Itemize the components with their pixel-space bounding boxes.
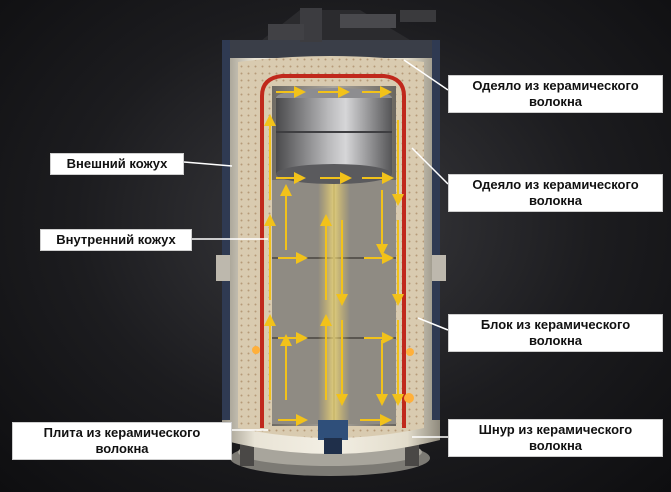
label-blanket-top: Одеяло из керамического волокна (448, 75, 663, 113)
label-block-line2: волокна (528, 333, 583, 348)
label-outer-casing-text: Внешний кожух (66, 156, 168, 171)
label-blanket-middle-line2: волокна (528, 193, 583, 208)
work-basket (276, 88, 392, 184)
label-plate-line2: волокна (95, 441, 149, 456)
label-block-line1: Блок из керамического (480, 317, 631, 332)
label-inner-casing: Внутренний кожух (40, 229, 192, 251)
label-block: Блок из керамического волокна (448, 314, 663, 352)
label-cord: Шнур из керамического волокна (448, 419, 663, 457)
label-blanket-middle: Одеяло из керамического волокна (448, 174, 663, 212)
label-plate-line1: Плита из керамического (43, 425, 201, 440)
label-cord-line2: волокна (528, 438, 583, 453)
label-outer-casing: Внешний кожух (50, 153, 184, 175)
heating-element (260, 74, 406, 428)
flow-arrows (264, 86, 404, 426)
label-blanket-middle-line1: Одеяло из керамического (472, 177, 639, 192)
label-inner-casing-text: Внутренний кожух (56, 232, 176, 247)
label-blanket-top-line1: Одеяло из керамического (472, 78, 639, 93)
leader-lines (183, 59, 449, 438)
circulation-fan (252, 346, 414, 454)
lid-mechanism (262, 8, 436, 42)
label-plate: Плита из керамического волокна (12, 422, 232, 460)
label-blanket-top-line2: волокна (528, 94, 583, 109)
label-cord-line1: Шнур из керамического (478, 422, 633, 437)
